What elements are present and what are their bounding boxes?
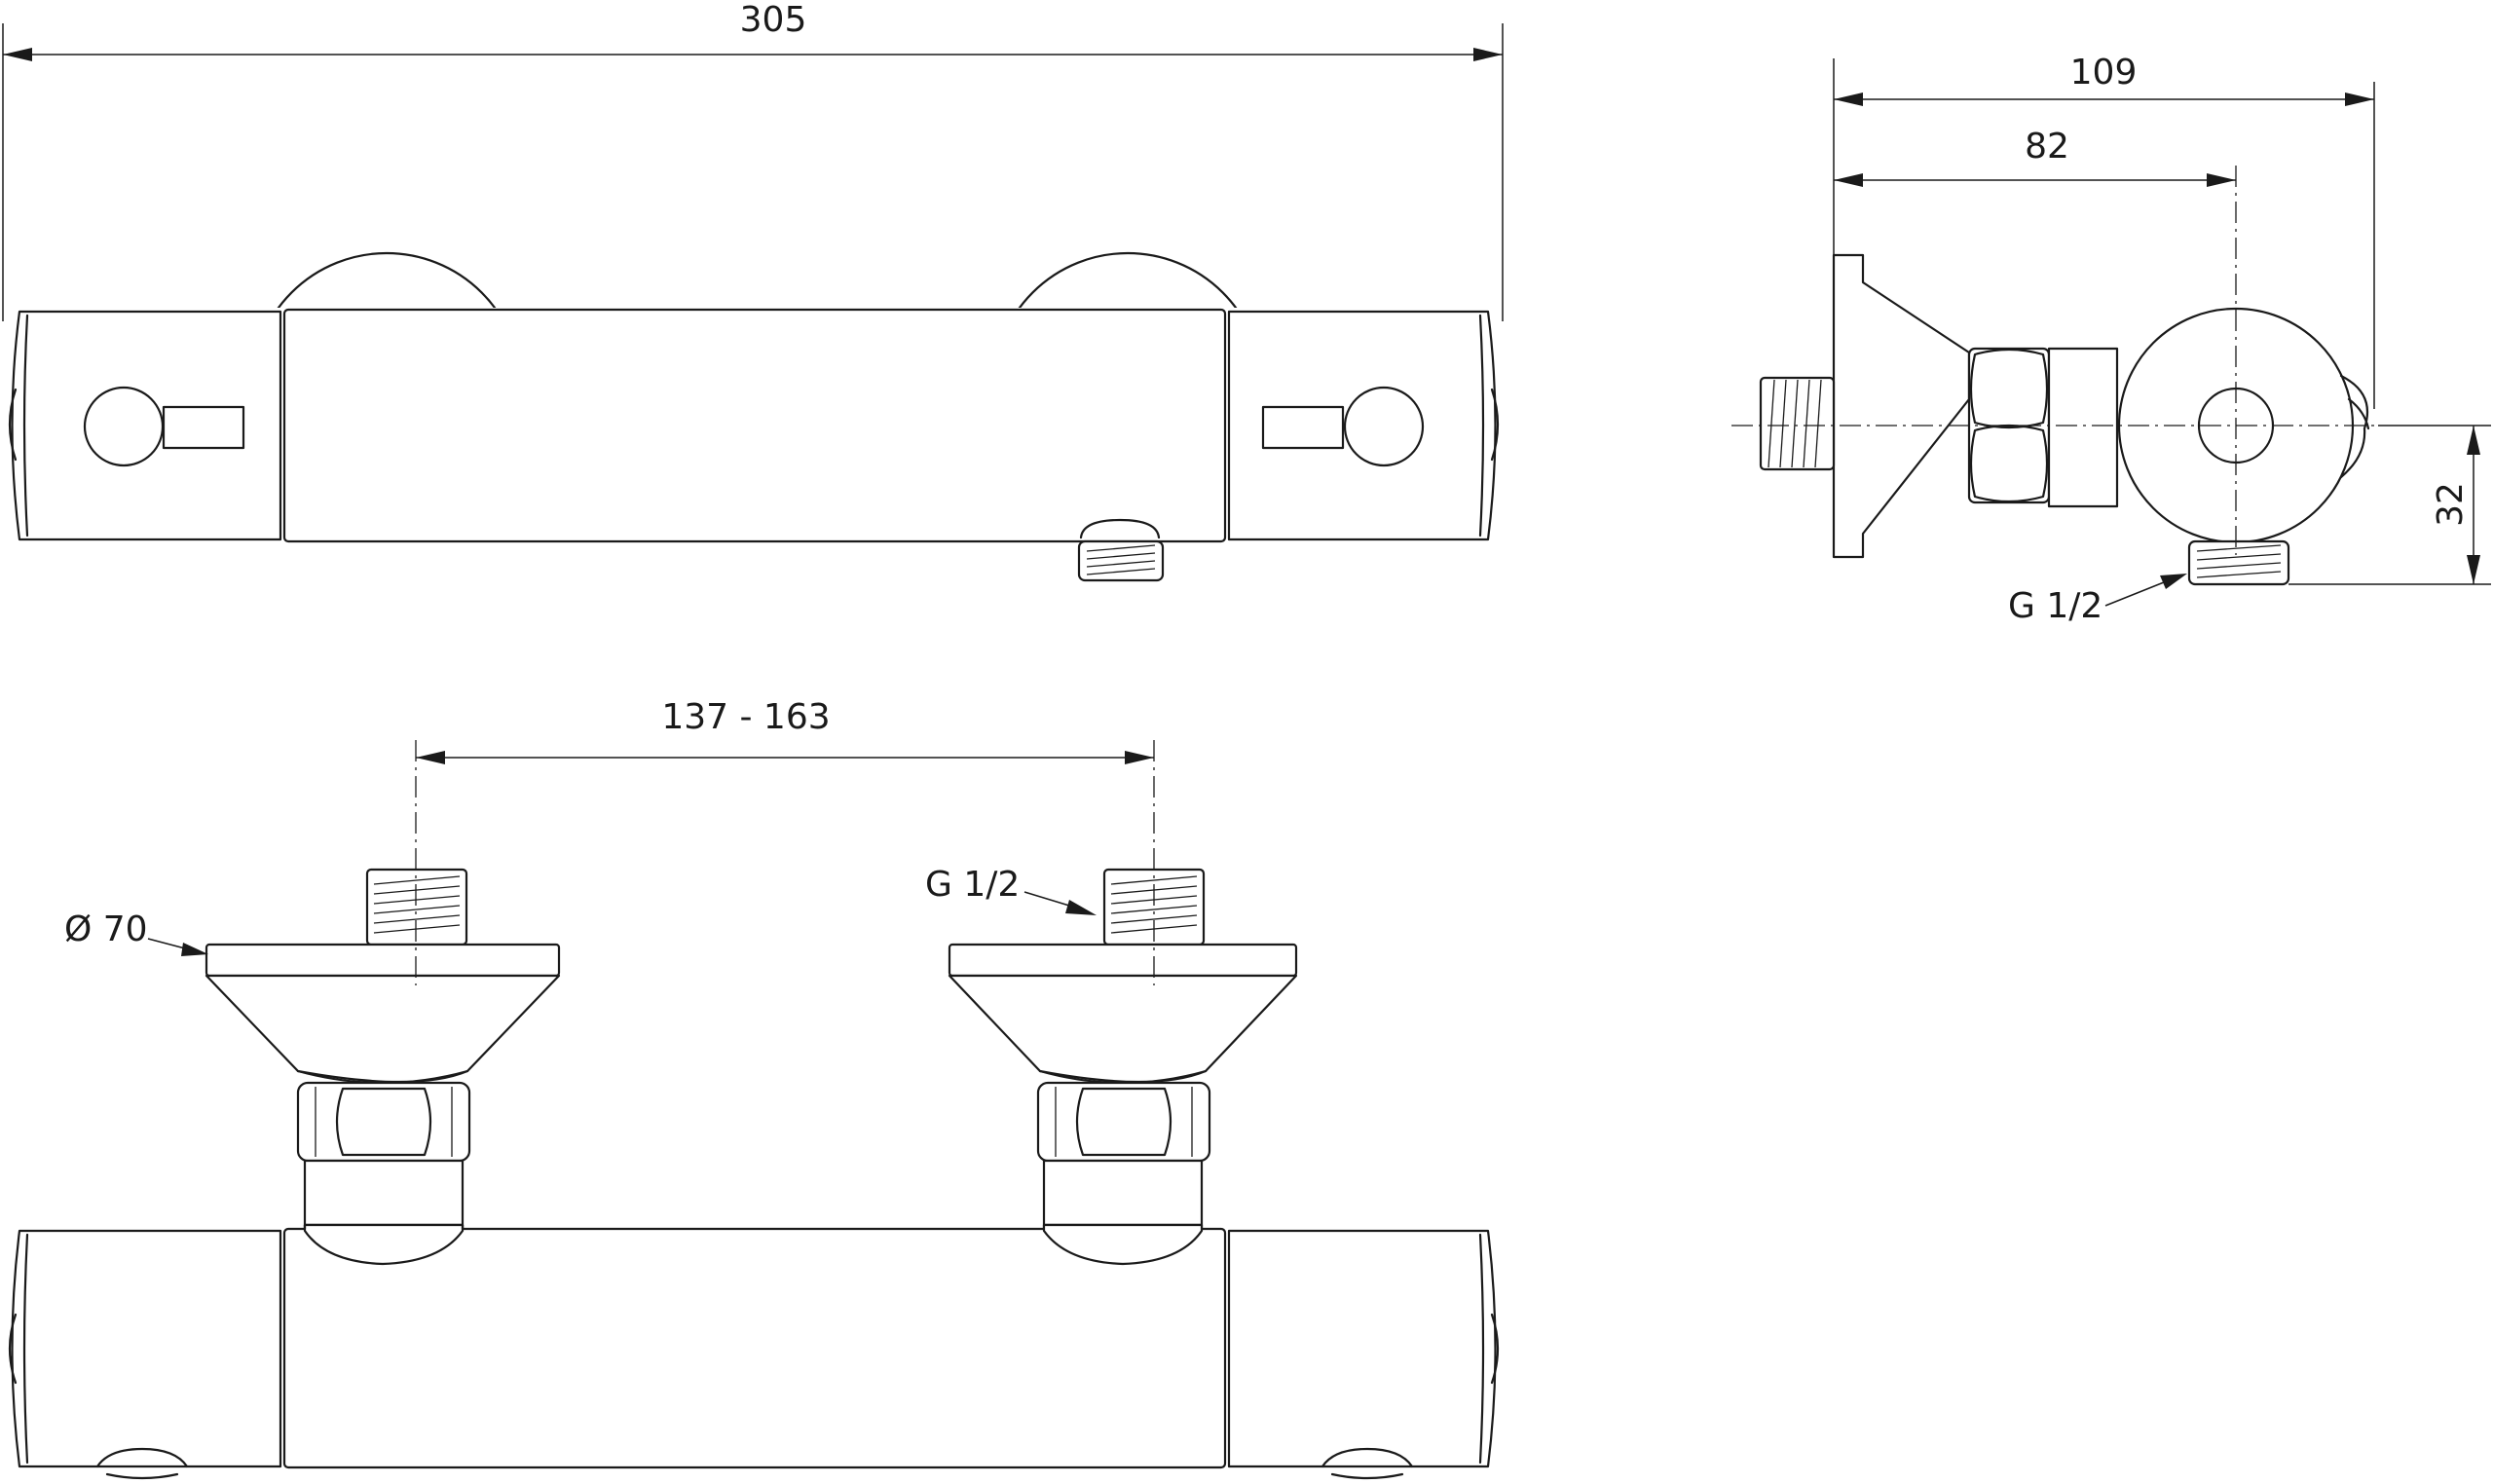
mixer-body-front: [282, 308, 1227, 543]
left-flange-plate: [205, 943, 561, 978]
right-inlet: [948, 868, 1298, 1262]
projection-axis-label: 82: [2025, 127, 2069, 167]
right-lever-tip-icon: [1321, 1447, 1414, 1468]
projection-axis-dimension: 82: [1834, 127, 2236, 187]
outlet-offset-label: 32: [2431, 482, 2471, 527]
right-flange-plate: [948, 943, 1298, 978]
inlet-thread-side: [1759, 376, 1836, 471]
overall-length-label: 305: [740, 0, 807, 40]
flow-lever-icon: [1261, 386, 1425, 467]
left-lever-tip-icon: [95, 1447, 189, 1468]
outlet-thread-callout: G 1/2: [2008, 574, 2187, 626]
temperature-lever-icon: [83, 386, 245, 467]
wall-flange-side: [1832, 253, 1971, 559]
left-union-nut: [296, 1081, 471, 1163]
outlet-thread-label: G 1/2: [2008, 586, 2102, 626]
flange-diameter-callout: Ø 70: [64, 909, 208, 956]
left-handle-cap-top: [11, 1229, 282, 1468]
right-union-nut: [1036, 1081, 1211, 1163]
outlet-connector-front: [1077, 518, 1165, 582]
right-handle-cap-top: [1227, 1229, 1497, 1468]
overall-length-dimension: 305: [2, 0, 1504, 321]
front-view: [8, 251, 1500, 582]
mixer-body-top: [282, 1227, 1227, 1469]
flange-diameter-label: Ø 70: [64, 909, 148, 949]
outlet-offset-dimension: 32: [2288, 425, 2491, 585]
side-view: [1731, 166, 2378, 586]
left-inlet: [205, 868, 561, 1262]
projection-max-label: 109: [2070, 53, 2138, 93]
inlet-thread-label: G 1/2: [925, 865, 1020, 905]
inlet-thread-callout: G 1/2: [925, 865, 1097, 915]
outlet-connector-side: [2187, 539, 2290, 586]
top-view: [8, 740, 1500, 1480]
projection-max-dimension: 109: [1833, 53, 2375, 409]
inlet-centres-dimension: 137 - 163: [416, 697, 1154, 764]
inlet-centres-label: 137 - 163: [661, 697, 830, 737]
